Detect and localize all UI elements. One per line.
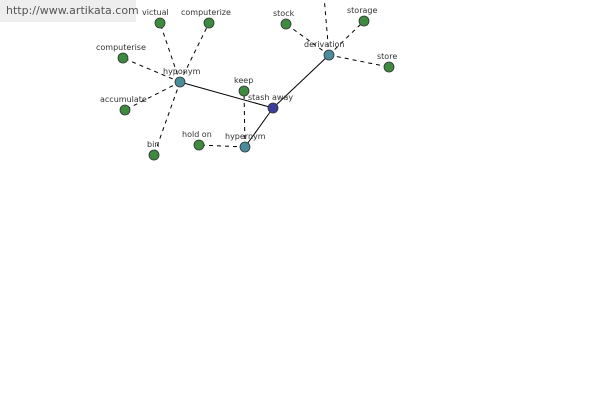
node-hold-on[interactable] [193, 139, 205, 151]
node-computerise[interactable] [117, 52, 129, 64]
edge-hyponym-to-computerize [179, 22, 210, 83]
edge-derivation-to-stash-away [272, 54, 330, 109]
label-computerise: computerise [96, 43, 146, 52]
label-computerize: computerize [181, 8, 231, 17]
edge-hyponym-to-stash-away [179, 81, 274, 109]
node-bin[interactable] [148, 149, 160, 161]
node-stock[interactable] [280, 18, 292, 30]
label-bin: bin [147, 140, 159, 149]
label-hypernym: hypernym [225, 132, 266, 141]
edge-derivation-to-offscreen-top [323, 0, 330, 56]
nodes-layer [117, 15, 395, 161]
edge-hypernym-to-hold-on [198, 144, 246, 148]
node-accumulate[interactable] [119, 104, 131, 116]
label-victual: victual [142, 8, 169, 17]
node-store[interactable] [383, 61, 395, 73]
node-victual[interactable] [154, 17, 166, 29]
edge-derivation-to-storage [328, 20, 365, 56]
node-stash-away[interactable] [267, 102, 279, 114]
source-url-banner: http://www.artikata.com [0, 0, 139, 22]
label-store: store [377, 52, 397, 61]
edge-hyponym-to-computerise [122, 57, 181, 83]
label-hold-on: hold on [182, 130, 212, 139]
node-hypernym[interactable] [239, 141, 251, 153]
edge-hypernym-to-keep [243, 90, 246, 148]
label-keep: keep [234, 76, 253, 85]
node-storage[interactable] [358, 15, 370, 27]
edge-hypernym-to-stash-away [244, 107, 274, 148]
label-hyponym: hyponym [163, 67, 201, 76]
edge-derivation-to-stock [285, 23, 330, 56]
labels-layer: stash away hyponym hypernym derivation victu… [96, 6, 397, 149]
label-derivation: derivation [304, 40, 344, 49]
edge-derivation-to-store [328, 54, 390, 68]
label-stock: stock [273, 9, 295, 18]
node-keep[interactable] [238, 85, 250, 97]
edge-hyponym-to-victual [159, 22, 181, 83]
node-computerize[interactable] [203, 17, 215, 29]
edges-layer [122, 0, 390, 156]
edge-hyponym-to-accumulate [124, 81, 181, 111]
node-derivation[interactable] [323, 49, 335, 61]
label-storage: storage [347, 6, 377, 15]
label-accumulate: accumulate [100, 95, 147, 104]
label-stash-away: stash away [248, 93, 293, 102]
edge-hyponym-to-bin [153, 81, 181, 156]
node-hyponym[interactable] [174, 76, 186, 88]
